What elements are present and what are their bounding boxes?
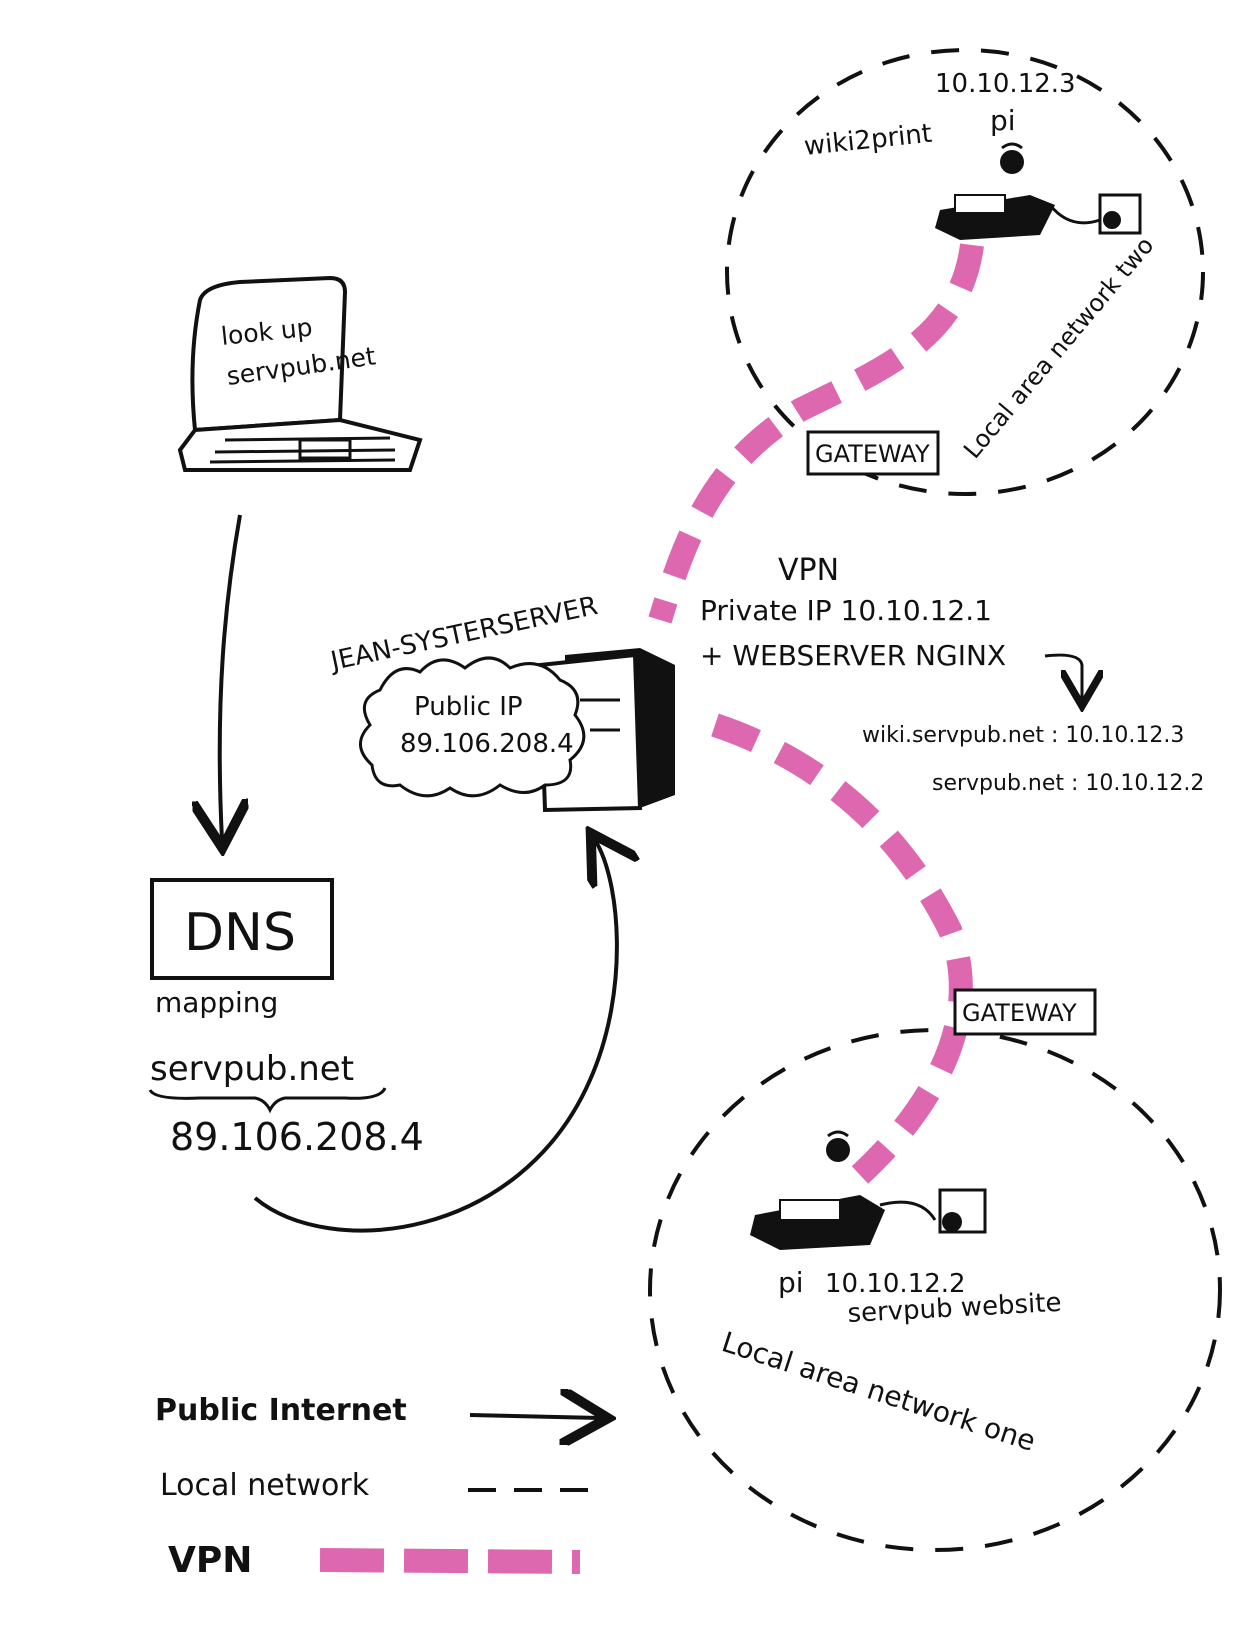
raspberry-pi-icon-two xyxy=(935,142,1142,240)
legend-local-network: Local network xyxy=(160,1468,370,1503)
dns-box xyxy=(150,878,334,980)
legend-public-internet: Public Internet xyxy=(155,1393,407,1428)
vpn-label: VPN xyxy=(778,553,839,588)
arrow-dns-to-server xyxy=(253,840,617,1233)
dns-label: DNS xyxy=(184,903,296,963)
vpn-webserver: + WEBSERVER NGINX xyxy=(700,639,1006,672)
legend-vpn-line xyxy=(319,1548,581,1574)
lan-two-boundary xyxy=(725,48,1205,496)
vpn-tunnel-upper xyxy=(648,243,984,624)
legend-vpn: VPN xyxy=(168,1540,252,1581)
lan-one-ip: 10.10.12.2 xyxy=(825,1269,966,1299)
legend-public-internet-arrow xyxy=(469,1415,600,1418)
lan-two-gateway: GATEWAY xyxy=(815,440,930,468)
lan-one-device: pi xyxy=(778,1266,804,1299)
public-ip-value: 89.106.208.4 xyxy=(400,729,574,759)
dns-domain: servpub.net xyxy=(150,1049,354,1089)
arrow-webserver-to-mappings xyxy=(1044,653,1082,700)
dns-brace xyxy=(148,1087,387,1114)
arrow-laptop-to-dns xyxy=(220,514,240,840)
lan-two-device: pi xyxy=(990,104,1016,137)
public-ip-cloud xyxy=(359,656,586,798)
vpn-private-ip: Private IP 10.10.12.1 xyxy=(700,594,992,627)
vpn-mapping-1: wiki.servpub.net : 10.10.12.3 xyxy=(862,723,1184,748)
lan-two-label: Local area network two xyxy=(958,232,1159,464)
dns-mapping-label: mapping xyxy=(155,986,278,1019)
lan-one-gateway: GATEWAY xyxy=(962,999,1077,1027)
vpn-tunnel-lower xyxy=(711,713,973,1184)
public-ip-label: Public IP xyxy=(414,692,523,722)
lan-one-label: Local area network one xyxy=(718,1325,1040,1458)
dns-ip: 89.106.208.4 xyxy=(170,1115,424,1159)
lan-two-gateway-box xyxy=(806,430,940,476)
lan-one-boundary xyxy=(648,1028,1222,1552)
laptop-icon xyxy=(177,275,423,472)
lan-two-service: wiki2print xyxy=(803,119,934,162)
lan-one-gateway-box xyxy=(953,988,1097,1036)
vpn-mapping-2: servpub.net : 10.10.12.2 xyxy=(932,771,1204,796)
raspberry-pi-icon-one xyxy=(750,1130,987,1250)
lan-two-ip: 10.10.12.3 xyxy=(935,69,1076,99)
